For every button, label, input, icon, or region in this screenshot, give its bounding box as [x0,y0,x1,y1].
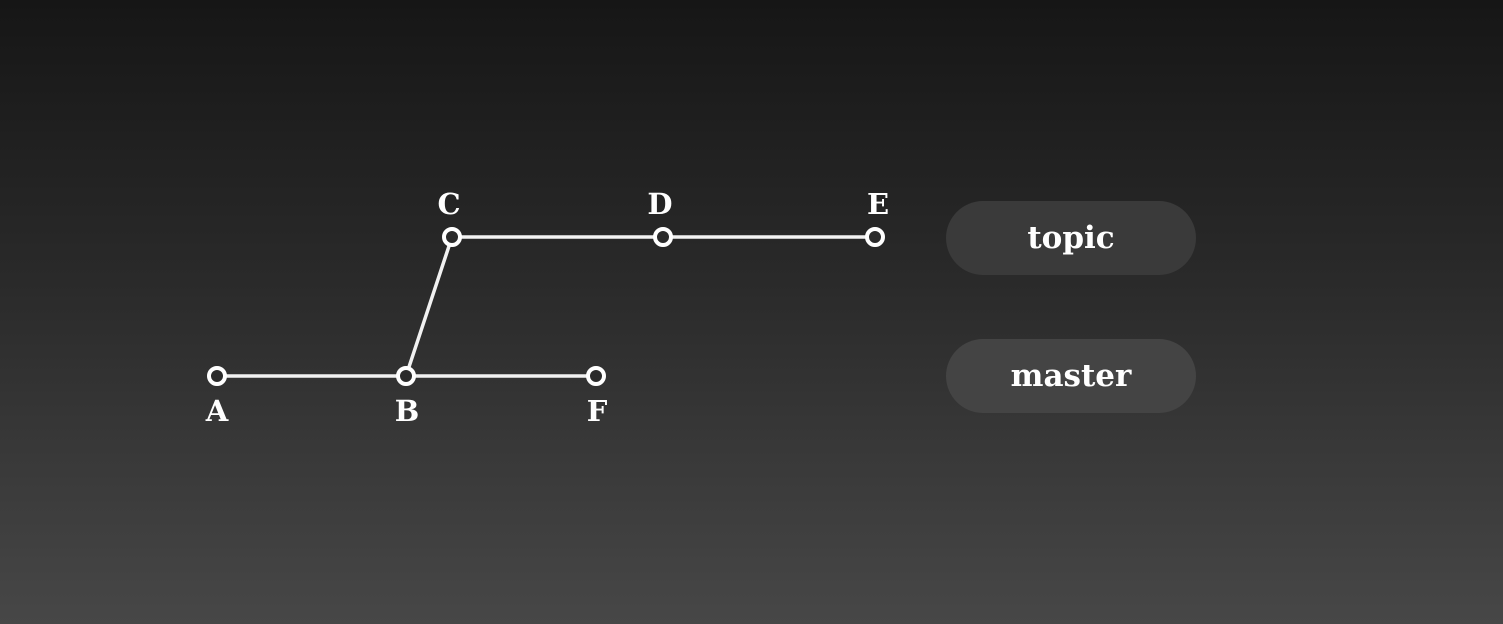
branch-label-master-text: master [1010,358,1132,394]
commit-label-f: F [587,394,608,428]
commit-label-a: A [205,394,229,428]
commit-node-a [207,366,227,386]
commit-label-b: B [395,394,420,428]
commit-label-d: D [647,187,672,221]
edge-b-c [404,235,454,378]
branch-label-master: master [946,339,1196,413]
branch-label-topic-text: topic [1027,220,1115,256]
commit-node-e [865,227,885,247]
branch-label-topic: topic [946,201,1196,275]
commit-label-c: C [437,187,460,221]
commit-node-d [653,227,673,247]
commit-label-e: E [867,187,889,221]
commit-node-f [586,366,606,386]
commit-node-b [396,366,416,386]
commit-node-c [442,227,462,247]
